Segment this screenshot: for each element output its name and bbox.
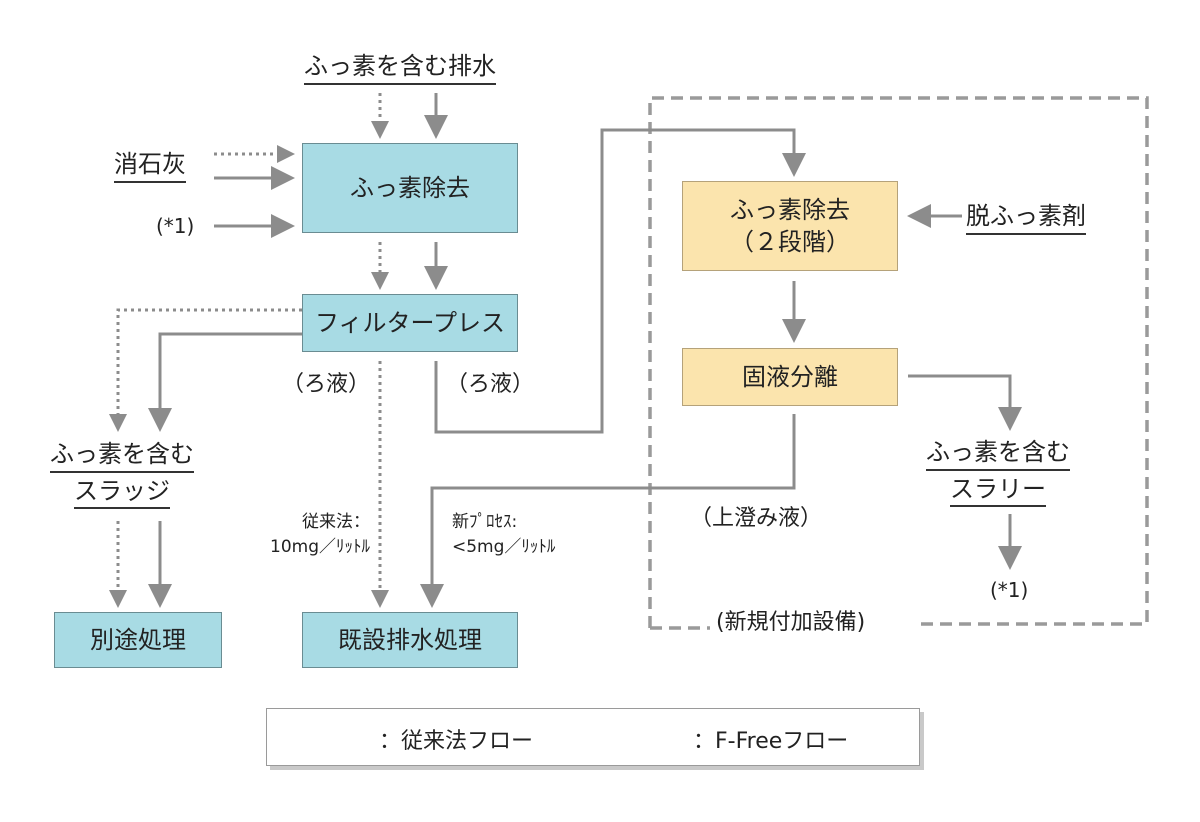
fluorine-removal-2stage-box: ふっ素除去 （２段階） — [682, 181, 898, 271]
dotted-press-to-sludge — [109, 308, 302, 432]
separate-treatment-box: 別途処理 — [54, 612, 222, 668]
conventional-note-line1: 従来法： — [302, 512, 370, 532]
slurry-label: ふっ素を含む スラリー — [926, 438, 1070, 507]
ref-1-right-label: (*1) — [990, 578, 1029, 602]
filtrate-left-label: （ろ液） — [282, 372, 371, 397]
slurry-line1: ふっ素を含む — [926, 438, 1070, 471]
slaked-lime-label: 消石灰 — [114, 150, 186, 183]
fluorine-removal-2stage-line1: ふっ素除去 — [730, 195, 850, 224]
fluorine-removal-label: ふっ素除去 — [350, 173, 470, 202]
conventional-note-line2: 10mg／ﾘｯﾄﾙ — [270, 536, 370, 557]
new-process-note-line1: 新ﾌﾟﾛｾｽ: — [452, 512, 518, 532]
arrow-press-to-sludge — [148, 332, 302, 432]
filter-press-label: フィルタープレス — [314, 308, 506, 337]
separate-treatment-label: 別途処理 — [90, 625, 186, 654]
filtrate-right-label: （ろ液） — [446, 372, 535, 397]
sludge-line2: スラッジ — [50, 476, 194, 509]
fluorine-wastewater-label: ふっ素を含む排水 — [304, 52, 496, 85]
new-process-note: 新ﾌﾟﾛｾｽ: <5mg／ﾘｯﾄﾙ — [452, 510, 555, 559]
slurry-line2-text: スラリー — [950, 474, 1046, 507]
arrow-filtrate-to-stage2 — [434, 128, 806, 434]
legend-conventional-text: ：従来法フロー — [379, 729, 534, 754]
new-equipment-label: (新規付加設備) — [716, 610, 866, 635]
solid-liquid-separation-label: 固液分離 — [742, 362, 838, 391]
new-process-note-line2: <5mg／ﾘｯﾄﾙ — [452, 536, 556, 557]
conventional-note: 従来法： 10mg／ﾘｯﾄﾙ — [260, 510, 370, 559]
sludge-label: ふっ素を含む スラッジ — [50, 440, 194, 509]
sludge-line2-text: スラッジ — [74, 476, 170, 509]
solid-liquid-separation-box: 固液分離 — [682, 348, 898, 406]
legend: ：従来法フロー ：F-Freeフロー — [266, 708, 920, 766]
existing-drainage-label: 既設排水処理 — [338, 625, 482, 654]
legend-ffree-text: ：F-Freeフロー — [693, 729, 849, 754]
existing-drainage-box: 既設排水処理 — [302, 612, 518, 668]
slurry-line2: スラリー — [926, 474, 1070, 507]
defluoridation-agent-label: 脱ふっ素剤 — [966, 202, 1086, 235]
arrow-supernatant-to-drainage — [420, 414, 796, 608]
sludge-line1: ふっ素を含む — [50, 440, 194, 473]
fluorine-removal-2stage-line2: （２段階） — [730, 228, 850, 256]
supernatant-label: （上澄み液） — [690, 506, 823, 531]
filter-press-box: フィルタープレス — [302, 294, 518, 352]
fluorine-removal-box: ふっ素除去 — [302, 143, 518, 233]
arrow-separation-to-slurry — [908, 374, 1022, 431]
ref-1-left-label: (*1) — [156, 214, 195, 238]
new-equipment-boundary — [648, 96, 1149, 630]
